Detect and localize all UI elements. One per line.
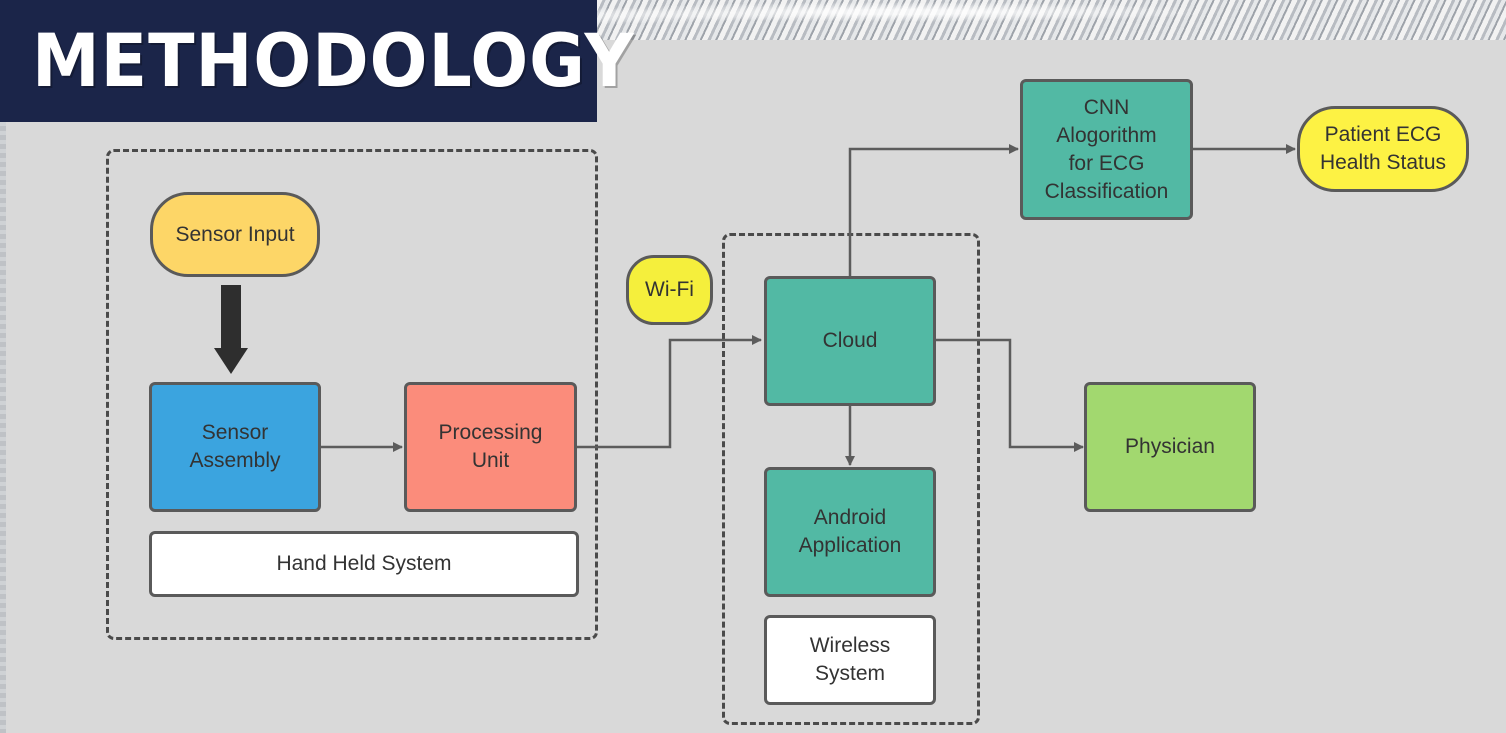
physician-label: Physician: [1125, 435, 1215, 458]
cnn-label-line2: Alogorithm: [1056, 123, 1157, 147]
patient-ecg-status-node: Patient ECG Health Status: [1297, 106, 1469, 192]
cnn-label-line3: for ECG: [1068, 151, 1145, 175]
wireless-system-label-box: Wireless System: [764, 615, 936, 705]
wifi-node: Wi-Fi: [626, 255, 713, 325]
wireless-label-line2: System: [814, 662, 885, 685]
processing-unit-label-line1: Processing: [438, 421, 543, 444]
sensor-assembly-node: Sensor Assembly: [149, 382, 321, 512]
page-title: METHODOLOGY: [32, 18, 635, 104]
android-label-line1: Android: [813, 506, 887, 529]
sensor-input-label: Sensor Input: [175, 222, 295, 246]
wireless-label-line1: Wireless: [809, 634, 891, 657]
background-texture-left: [0, 122, 6, 733]
cloud-node: Cloud: [764, 276, 936, 406]
patient-label-line2: Health Status: [1319, 151, 1447, 174]
physician-node: Physician: [1084, 382, 1256, 512]
android-application-node: Android Application: [764, 467, 936, 597]
cnn-label-line1: CNN: [1083, 95, 1130, 119]
hand-held-system-label: Hand Held System: [276, 552, 452, 575]
sensor-assembly-label-line2: Assembly: [189, 449, 281, 472]
patient-label-line1: Patient ECG: [1324, 123, 1442, 146]
title-banner: METHODOLOGY: [0, 0, 634, 122]
cnn-algorithm-node: CNN Alogorithm for ECG Classification: [1020, 79, 1193, 220]
android-label-line2: Application: [798, 534, 902, 557]
hand-held-system-label-box: Hand Held System: [149, 531, 579, 597]
sensor-assembly-label-line1: Sensor: [201, 421, 269, 444]
processing-unit-node: Processing Unit: [404, 382, 577, 512]
wifi-label: Wi-Fi: [645, 278, 694, 301]
sensor-input-node: Sensor Input: [150, 192, 320, 277]
cloud-label: Cloud: [822, 329, 878, 352]
cnn-label-line4: Classification: [1044, 179, 1169, 203]
processing-unit-label-line2: Unit: [471, 449, 510, 472]
